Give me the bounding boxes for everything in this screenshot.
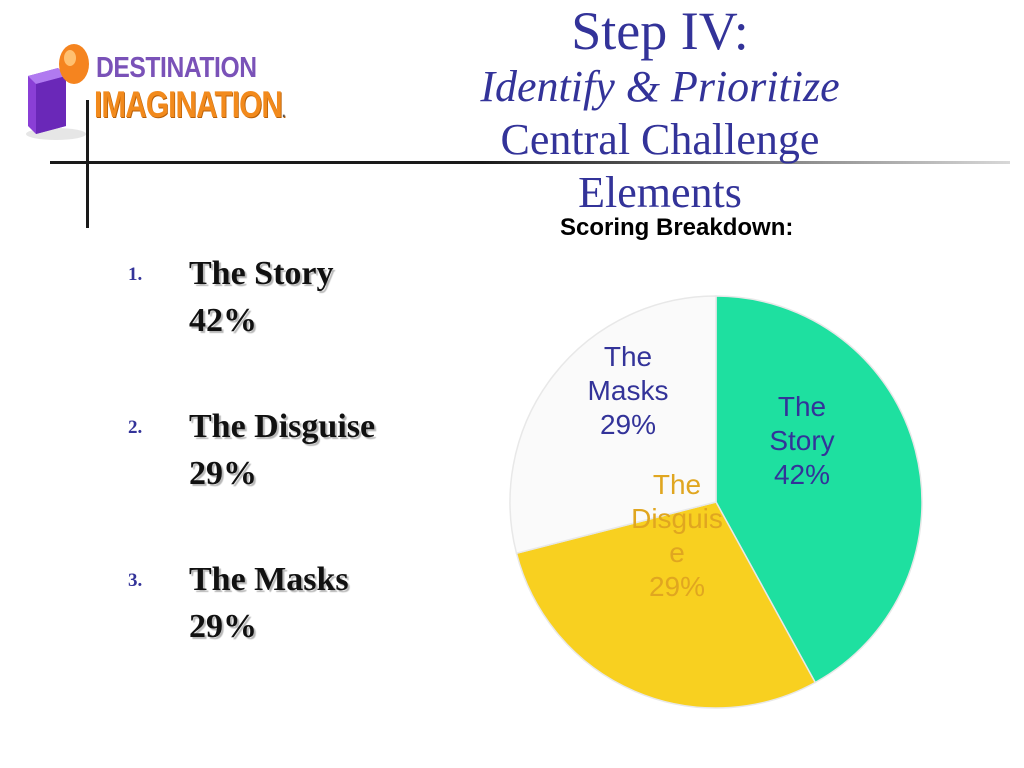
- title-line2: Identify & Prioritize: [480, 62, 840, 111]
- list-text: The Story 42%: [189, 250, 334, 344]
- list-item-name: The Masks: [189, 561, 349, 598]
- logo-line1: DESTINATION: [96, 52, 257, 84]
- destination-imagination-logo: DESTINATION IMAGINATION.: [18, 38, 308, 158]
- list-item-name: The Disguise: [189, 408, 376, 445]
- pie-slice-2: [509, 295, 717, 555]
- vertical-rule: [86, 100, 89, 228]
- list-item-name: The Story: [189, 255, 334, 292]
- horizontal-rule: [50, 161, 1010, 164]
- list-text: The Disguise 29%: [189, 403, 375, 497]
- list-number: 3.: [128, 570, 143, 591]
- list-text: The Masks 29%: [189, 556, 349, 650]
- chart-title: Scoring Breakdown:: [560, 214, 794, 241]
- pie-slice-0: [715, 295, 923, 684]
- list-item-value: 29%: [189, 455, 257, 492]
- pie-slice-1: [515, 501, 817, 709]
- title-line3: Central Challenge: [500, 115, 820, 164]
- title-line1: Step IV:: [571, 1, 749, 61]
- list-number: 1.: [128, 264, 143, 285]
- list-item-value: 42%: [189, 302, 257, 339]
- logo-shapes-icon: [26, 44, 89, 140]
- list-number: 2.: [128, 417, 143, 438]
- slide-title: Step IV: Identify & Prioritize Central C…: [400, 2, 920, 219]
- title-line4: Elements: [578, 168, 742, 217]
- logo-line2: IMAGINATION.: [94, 84, 286, 125]
- list-item-value: 29%: [189, 608, 257, 645]
